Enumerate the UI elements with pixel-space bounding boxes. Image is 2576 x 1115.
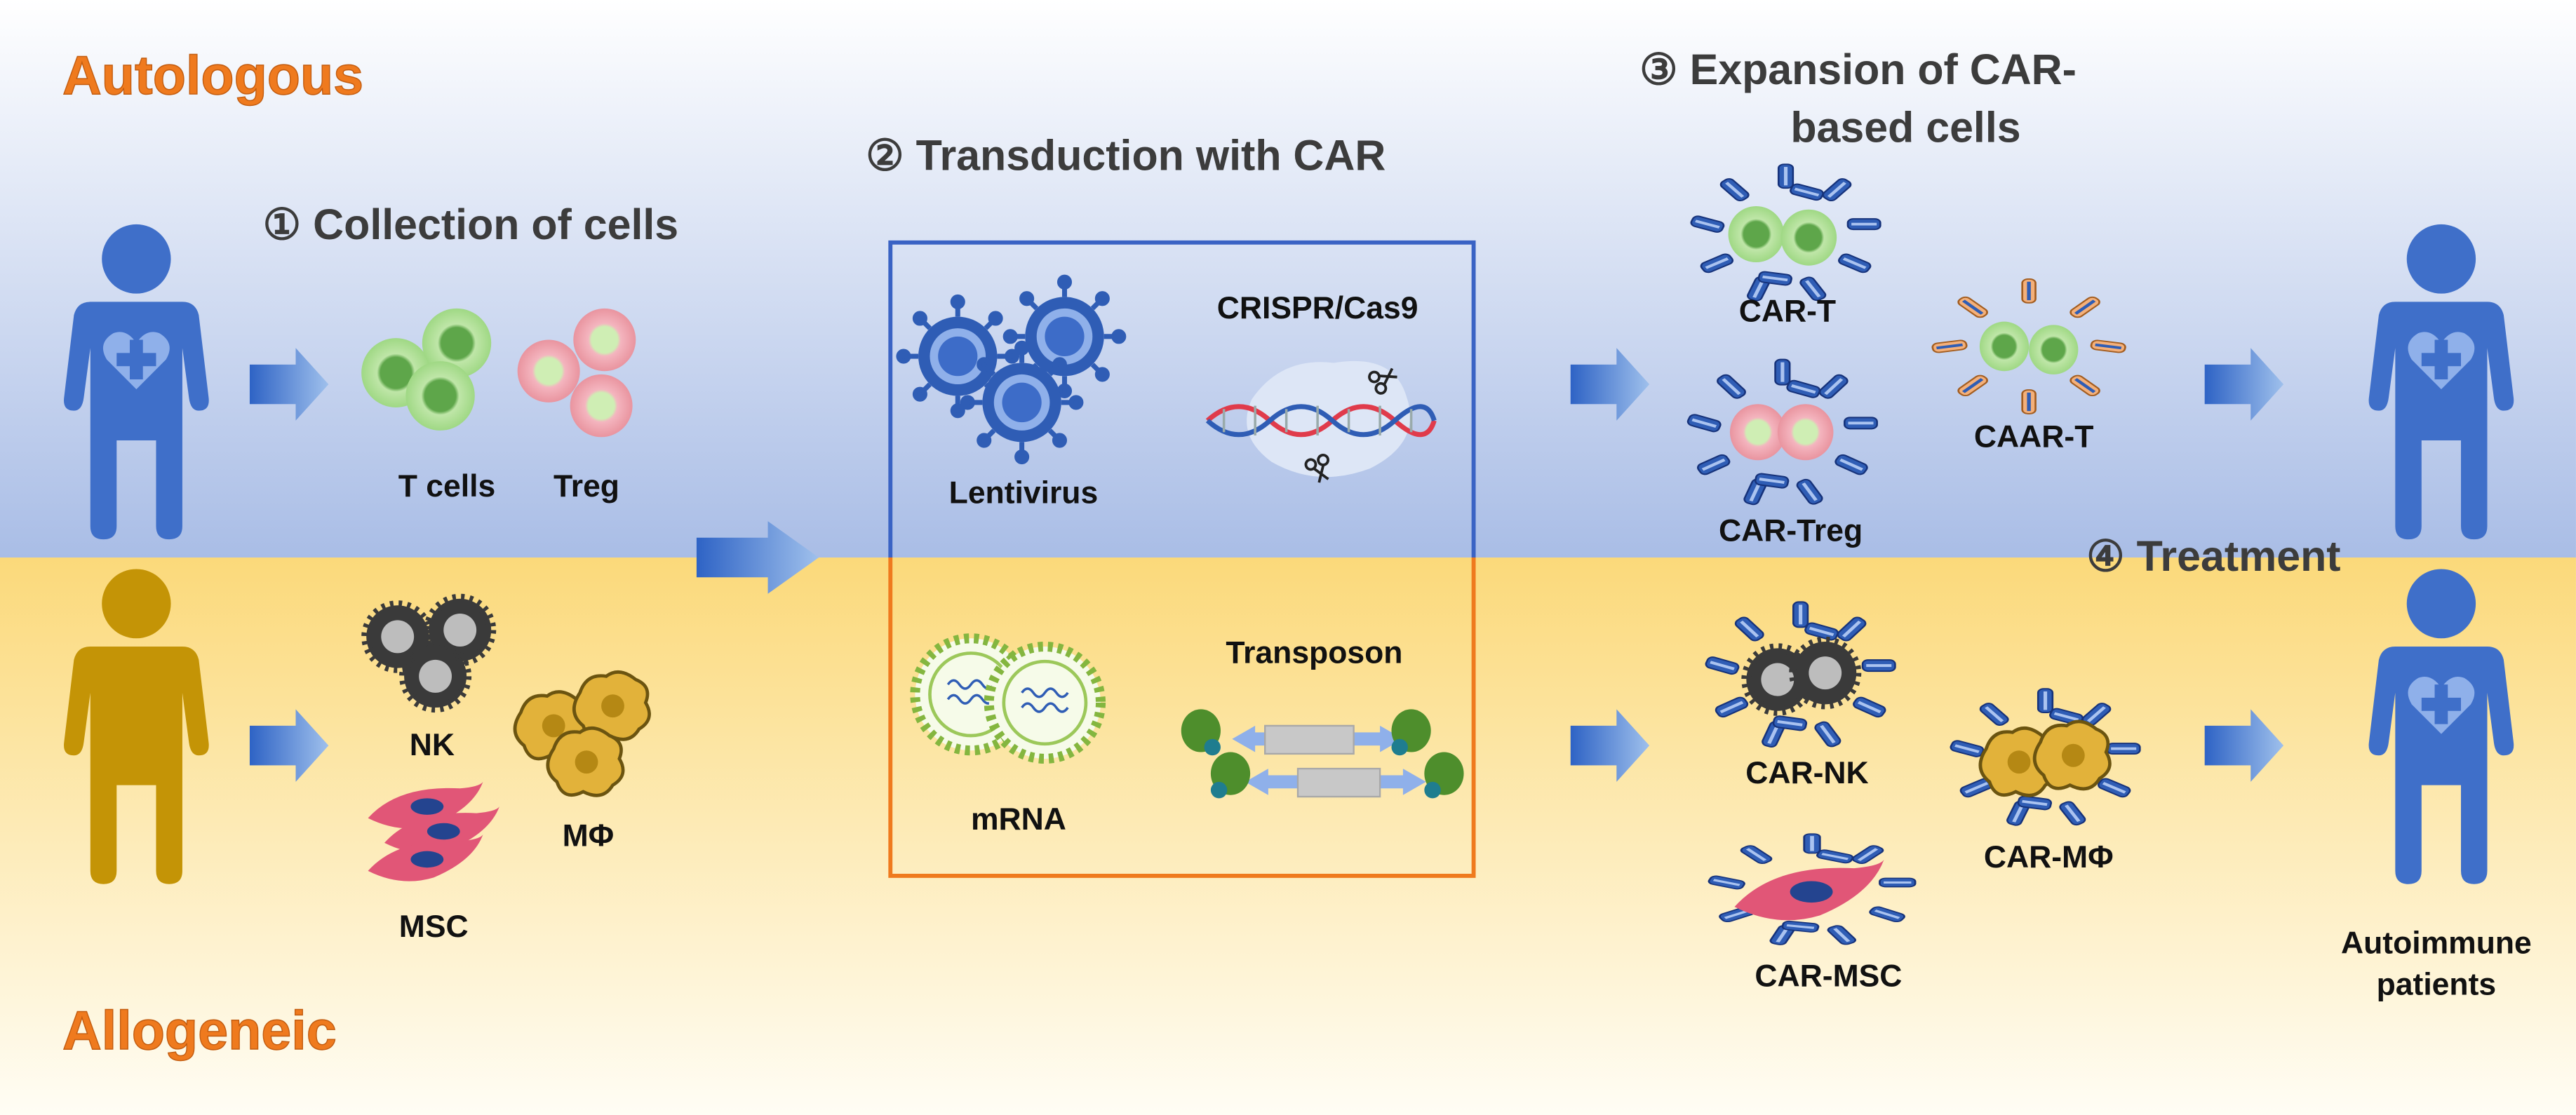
caar-t-icon — [1932, 279, 2126, 414]
car-macrophage-label: CAR-MΦ — [1984, 840, 2114, 874]
macrophage-label: MΦ — [563, 819, 615, 853]
lentivirus-label: Lentivirus — [949, 475, 1099, 510]
autologous-label: Autologous — [62, 46, 363, 106]
car-nk-label: CAR-NK — [1745, 756, 1868, 790]
car-msc-label: CAR-MSC — [1755, 959, 1902, 993]
car-t-label: CAR-T — [1739, 295, 1836, 329]
car-treg-label: CAR-Treg — [1719, 513, 1863, 548]
dna-helix-icon — [1205, 360, 1437, 478]
heart-cross-icon — [2408, 676, 2475, 734]
mrna-vesicle-icon — [915, 638, 1101, 759]
viral-methods-box — [888, 240, 1476, 558]
caar-t-label: CAAR-T — [1974, 419, 2093, 454]
heart-cross-icon — [102, 332, 170, 390]
step-collection-title: ① Collection of cells — [263, 201, 678, 248]
treg-label: Treg — [554, 469, 619, 504]
car-t-icon — [1690, 164, 1881, 302]
step-expansion-title-line1: ③ Expansion of CAR- — [1639, 46, 2077, 93]
step-transduction-title: ② Transduction with CAR — [866, 131, 1386, 179]
allogeneic-label: Allogeneic — [62, 1001, 337, 1061]
car-treg-icon — [1686, 360, 1877, 506]
t-cells-label: T cells — [398, 469, 495, 504]
scissors-icon — [1368, 367, 1397, 395]
patients-label-line1: Autoimmune — [2341, 926, 2532, 960]
t-cells-icon — [361, 308, 492, 431]
heart-cross-icon — [2408, 332, 2475, 390]
step-expansion-title-line2: based cells — [1790, 103, 2020, 151]
nk-label: NK — [410, 728, 455, 762]
patients-label-line2: patients — [2377, 967, 2497, 1001]
crispr-label: CRISPR/Cas9 — [1217, 291, 1418, 325]
treg-icon — [517, 308, 636, 438]
transposon-label: Transposon — [1226, 635, 1402, 670]
scissors-icon — [1304, 453, 1329, 483]
msc-label: MSC — [399, 910, 469, 944]
nonviral-methods-box — [888, 558, 1476, 878]
autologous-band — [0, 0, 2576, 558]
step-treatment-title: ④ Treatment — [2086, 532, 2340, 580]
mrna-label: mRNA — [971, 802, 1066, 837]
